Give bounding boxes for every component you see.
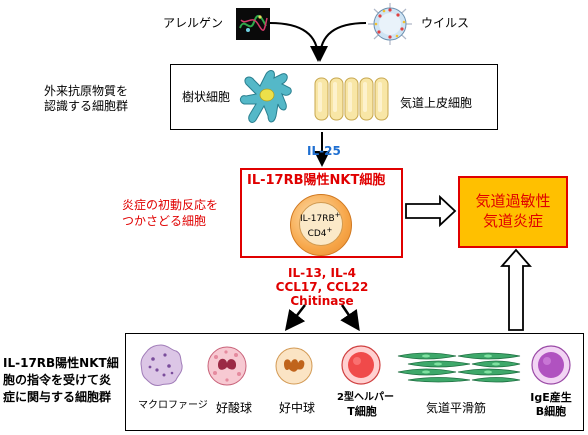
outcome-box: 気道過敏性 気道炎症 xyxy=(458,176,568,248)
nkt-side-label: 炎症の初動反応を つかさどる細胞 xyxy=(122,197,218,229)
nkt-side-label-line2: つかさどる細胞 xyxy=(122,214,207,228)
neutrophil-icon xyxy=(275,347,313,385)
cytokine-line3: Chitinase xyxy=(290,294,354,308)
marker-il17rb-sup: + xyxy=(334,211,341,219)
outcome-line2: 気道炎症 xyxy=(482,212,543,230)
th2-label-line2: T細胞 xyxy=(347,405,377,418)
th2-label: 2型ヘルパー T細胞 xyxy=(337,391,394,419)
nkt-title: IL-17RB陽性NKT細胞 xyxy=(247,173,386,188)
macrophage-label: マクロファージ xyxy=(138,400,208,411)
cytokine-arrow-right xyxy=(340,304,360,332)
b-cell-icon xyxy=(531,345,571,385)
marker-il17rb: IL-17RB xyxy=(300,214,335,224)
allergen-label: アレルゲン xyxy=(163,16,224,30)
recognition-side-label-line2: 認識する細胞群 xyxy=(44,99,129,113)
recognition-side-label-line1: 外来抗原物質を xyxy=(44,84,129,98)
nkt-side-label-line1: 炎症の初動反応を xyxy=(122,198,219,212)
cytokine-line1: IL-13, IL-4 xyxy=(288,266,356,280)
smooth-muscle-label: 気道平滑筋 xyxy=(426,401,487,415)
effector-side-label: IL-17RB陽性NKT細 胞の指令を受けて炎 症に関与する細胞群 xyxy=(3,355,119,406)
outcome-line1: 気道過敏性 xyxy=(475,192,551,210)
nkt-markers: IL-17RB+ CD4+ xyxy=(300,210,341,240)
virus-arrow xyxy=(312,22,367,62)
recognition-side-label: 外来抗原物質を 認識する細胞群 xyxy=(44,84,128,114)
allergen-image xyxy=(236,8,270,40)
il25-label: IL-25 xyxy=(307,144,341,158)
dendritic-cell-label: 樹状細胞 xyxy=(182,90,231,104)
b-cell-label: IgE産生 B細胞 xyxy=(520,391,582,419)
effector-side-label-line3: 症に関与する細胞群 xyxy=(3,390,112,404)
b-cell-label-line1: IgE産生 xyxy=(530,391,572,404)
th2-label-line1: 2型ヘルパー xyxy=(337,392,394,403)
smooth-muscle-icon xyxy=(397,352,521,383)
nkt-to-outcome-arrow xyxy=(405,194,457,228)
eosinophil-label: 好酸球 xyxy=(216,401,253,415)
effector-side-label-line2: 胞の指令を受けて炎 xyxy=(3,373,112,387)
neutrophil-label: 好中球 xyxy=(279,401,316,415)
effector-side-label-line1: IL-17RB陽性NKT細 xyxy=(3,356,119,370)
dendritic-cell-icon xyxy=(239,70,292,123)
cytokine-line2: CCL17, CCL22 xyxy=(275,280,369,294)
virus-image xyxy=(368,3,412,45)
allergen-arrow xyxy=(269,22,326,62)
cytokine-arrow-left xyxy=(284,304,306,331)
virus-label: ウイルス xyxy=(421,16,470,30)
b-cell-label-line2: B細胞 xyxy=(535,405,567,418)
marker-cd4-sup: + xyxy=(326,226,333,234)
airway-epithelial-icon xyxy=(314,77,389,121)
th2-cell-icon xyxy=(341,345,381,385)
marker-cd4: CD4 xyxy=(307,229,327,239)
epithelial-cell-label: 気道上皮細胞 xyxy=(400,96,473,110)
macrophage-icon xyxy=(140,344,183,386)
effector-to-outcome-arrow xyxy=(500,248,532,331)
cytokine-list: IL-13, IL-4 CCL17, CCL22 Chitinase xyxy=(262,266,382,308)
eosinophil-icon xyxy=(207,346,247,386)
nkt-cell-nucleus xyxy=(299,202,343,246)
